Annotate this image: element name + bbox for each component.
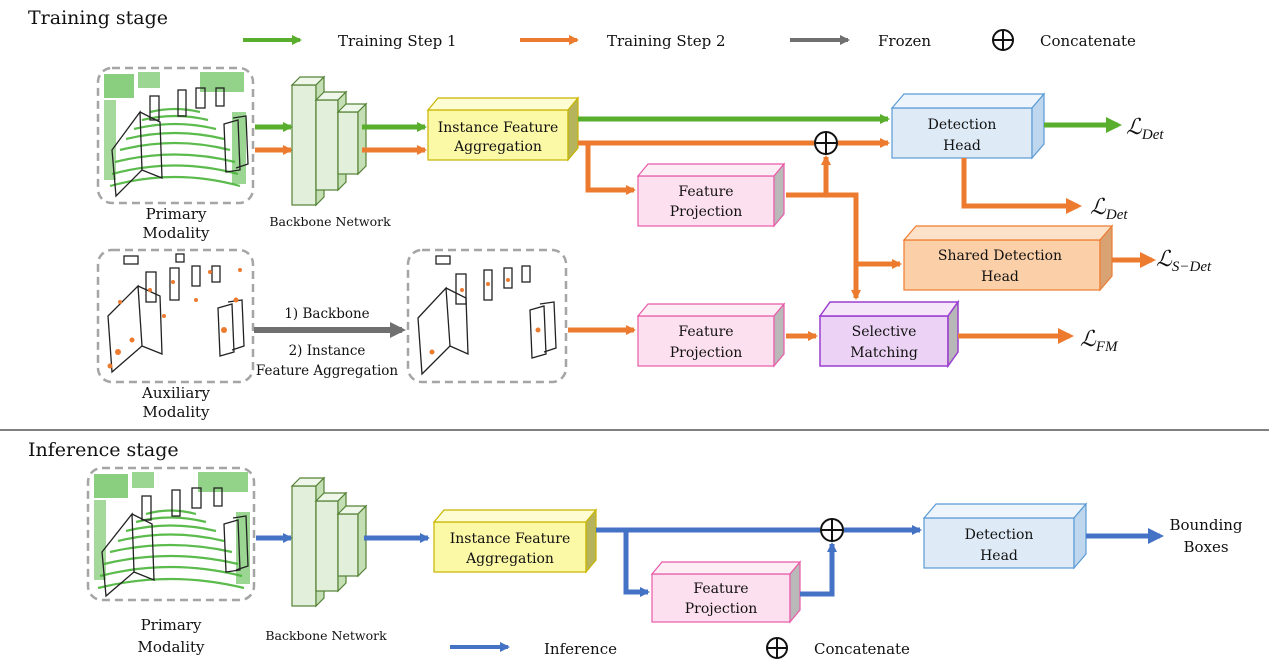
legend-frozen-label: Frozen <box>878 32 931 50</box>
concat-icon-legend <box>766 637 788 659</box>
feature-projection-bottom <box>636 302 786 368</box>
fp-bottom-label-2: Projection <box>670 345 743 361</box>
output-label-1: Bounding <box>1169 516 1242 534</box>
ifa-label-1: Instance Feature <box>438 120 559 136</box>
loss-det-1: ℒDet <box>1126 114 1164 143</box>
concat-icon-training <box>814 131 838 155</box>
loss-det-2-main: ℒ <box>1090 194 1107 219</box>
shared-head-label-1: Shared Detection <box>938 248 1062 264</box>
shared-detection-head <box>902 224 1114 292</box>
instance-feature-aggregation-inference <box>432 508 598 574</box>
frozen-label-2: 2) Instance <box>289 343 366 359</box>
loss-sdet-sub: S−Det <box>1172 259 1212 275</box>
frozen-label-3: Feature Aggregation <box>256 363 399 379</box>
fp-top-label-2: Projection <box>670 204 743 220</box>
backbone-label-training: Backbone Network <box>269 214 391 229</box>
training-stage-title: Training stage <box>28 7 168 29</box>
inference-ifa-label-2: Aggregation <box>465 551 554 567</box>
inference-arrow-to-projection <box>623 532 650 597</box>
primary-modality-label-1: Primary <box>146 205 207 223</box>
det-head-label-1: Detection <box>928 117 997 133</box>
loss-fm-main: ℒ <box>1080 326 1097 351</box>
matching-label-1: Selective <box>852 324 917 340</box>
primary-pointcloud-image-inference <box>86 466 256 602</box>
ifa-label-2: Aggregation <box>453 139 542 155</box>
loss-det-1-main: ℒ <box>1126 114 1143 139</box>
inference-stage-title: Inference stage <box>28 439 179 461</box>
det-head-label-2: Head <box>943 138 981 154</box>
feature-projection-top <box>636 162 786 228</box>
loss-sdet: ℒS−Det <box>1156 246 1212 275</box>
training-legend: Training Step 1 Training Step 2 Frozen C… <box>243 29 1136 51</box>
shared-head-label-2: Head <box>981 269 1019 285</box>
backbone-network-training <box>290 75 368 207</box>
selective-matching <box>818 299 960 369</box>
concat-icon <box>992 29 1014 51</box>
step2-arrow-to-loss-det <box>961 158 1082 214</box>
legend-inference-label: Inference <box>544 640 617 658</box>
auxiliary-pointcloud-image <box>96 248 255 384</box>
inference-fp-label-2: Projection <box>685 601 758 617</box>
legend-step2-label: Training Step 2 <box>607 32 726 50</box>
loss-fm: ℒFM <box>1080 326 1119 355</box>
fp-bottom-label-1: Feature <box>678 324 733 340</box>
step2-arrow-projection-to-concat <box>786 155 831 198</box>
loss-fm-sub: FM <box>1095 339 1119 355</box>
step2-arrow-to-matching <box>826 192 861 300</box>
legend-concat-label: Concatenate <box>1040 32 1136 50</box>
concat-icon-inference <box>820 518 844 542</box>
step2-arrow-to-projection-top <box>585 145 636 195</box>
primary-pointcloud-image <box>96 66 255 205</box>
inference-det-label-1: Detection <box>965 527 1034 543</box>
fp-top-label-1: Feature <box>678 184 733 200</box>
legend-step1-label: Training Step 1 <box>338 32 457 50</box>
output-label-2: Boxes <box>1183 538 1228 556</box>
auxiliary-modality-label-1: Auxiliary <box>141 384 210 402</box>
inference-ifa-label-1: Instance Feature <box>450 531 571 547</box>
auxiliary-instances-image <box>406 248 568 384</box>
matching-label-2: Matching <box>850 345 918 361</box>
inference-det-label-2: Head <box>980 548 1018 564</box>
detection-head-inference <box>922 502 1088 570</box>
auxiliary-modality-label-2: Modality <box>142 403 210 421</box>
inference-arrow-projection-to-concat <box>800 542 837 597</box>
frozen-label-1: 1) Backbone <box>284 306 369 322</box>
inference-primary-label-1: Primary <box>141 616 202 634</box>
primary-modality-label-2: Modality <box>142 224 210 242</box>
legend-inference-concat-label: Concatenate <box>814 640 910 658</box>
backbone-label-inference: Backbone Network <box>265 628 387 643</box>
backbone-network-inference <box>290 476 368 608</box>
detection-head-training <box>890 92 1046 160</box>
inference-primary-label-2: Modality <box>137 638 205 656</box>
loss-det-2: ℒDet <box>1090 194 1128 223</box>
inference-fp-label-1: Feature <box>693 581 748 597</box>
inference-legend: Inference Concatenate <box>450 637 910 659</box>
loss-det-2-sub: Det <box>1105 207 1128 223</box>
instance-feature-aggregation-training <box>426 96 580 162</box>
feature-projection-inference <box>650 560 802 624</box>
loss-det-1-sub: Det <box>1141 127 1164 143</box>
loss-sdet-main: ℒ <box>1156 246 1173 271</box>
